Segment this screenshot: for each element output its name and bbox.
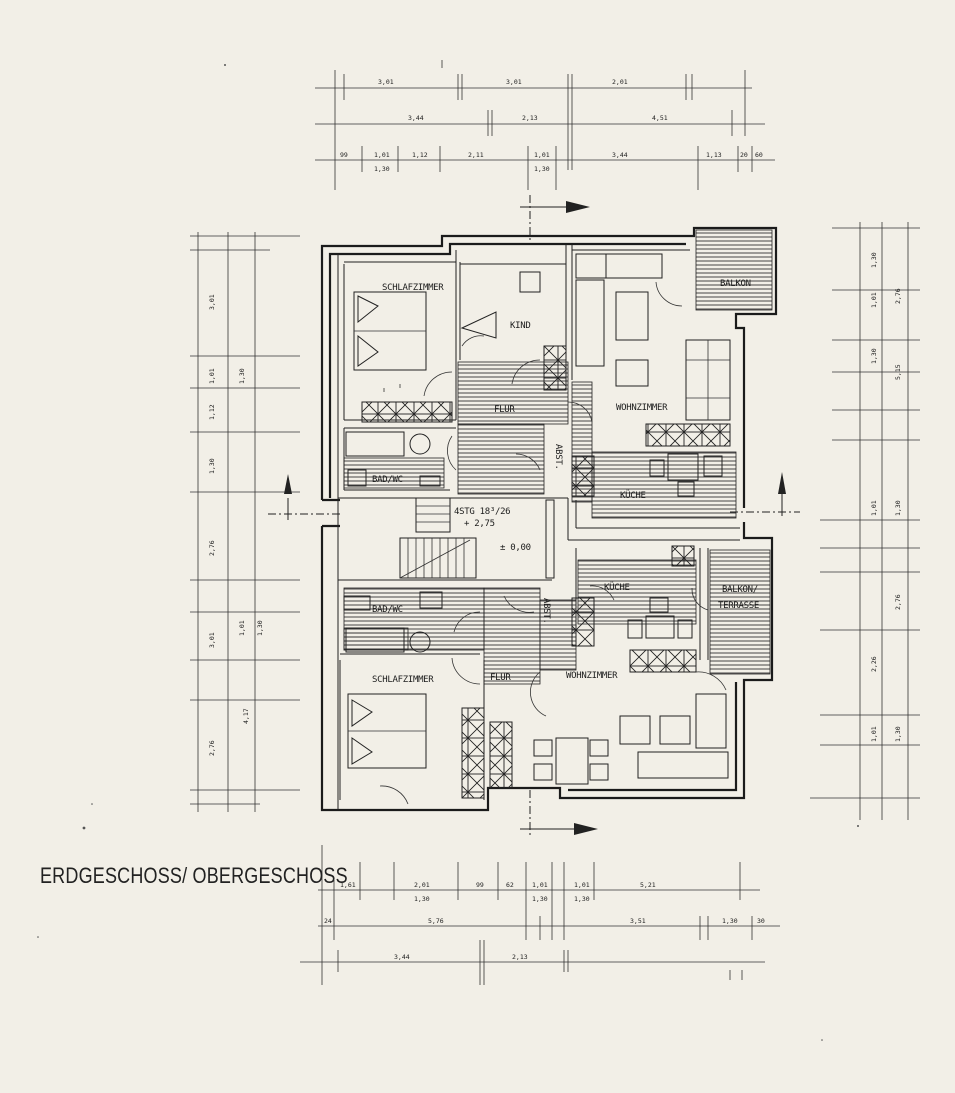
dim-bot1-7: 1,30 [532,895,548,903]
dim-right-10: 1,01 [870,726,878,742]
dim-right-2: 2,76 [894,288,902,304]
dim-left-2: 1,01 [208,368,216,384]
dim-bot1-6: 1,01 [532,881,548,889]
dim-top3-2: 1,01 [374,151,390,159]
section-arrow-right [778,472,786,494]
dim-left-10: 2,76 [208,740,216,756]
dim-bot1-3: 1,30 [414,895,430,903]
dim-right-7: 1,30 [894,500,902,516]
dim-top1-2: 3,01 [506,78,522,86]
hatched-surfaces [343,229,773,685]
room-label-wohnzimmer-bottom: WOHNZIMMER [566,671,618,681]
dim-top3-9: 1,13 [706,151,722,159]
dim-left-7: 3,01 [208,632,216,648]
room-label-schlafzimmer-bottom: SCHLAFZIMMER [372,675,434,685]
dim-bot2-2: 5,76 [428,917,444,925]
room-label-kueche-bottom: KÜCHE [604,582,630,593]
dim-left-3: 1,30 [238,368,246,384]
furniture [343,253,731,799]
room-label-bad-top: BAD/WC [372,475,403,485]
room-label-kind: KIND [510,321,530,331]
dim-bot2-5: 30 [757,917,765,925]
bottom-dimension-chain: 1,61 2,01 1,30 99 62 1,01 1,30 1,01 1,30… [300,845,780,985]
dim-top3-5: 2,11 [468,151,484,159]
room-label-wohnzimmer-top: WOHNZIMMER [616,403,668,413]
room-label-abst-top: ABST. [553,444,563,470]
dim-top1-1: 3,01 [378,78,394,86]
section-markers [268,195,800,835]
room-label-balkon-bottom-1: BALKON/ [722,585,758,595]
room-label-abst-bottom: ABST. [541,598,551,624]
section-arrow-left [284,474,292,494]
dim-top3-6: 1,01 [534,151,550,159]
dim-top3-3: 1,30 [374,165,390,173]
dim-left-4: 1,12 [208,404,216,420]
dim-bot1-1: 1,61 [340,881,356,889]
dim-top3-4: 1,12 [412,151,428,159]
dim-top2-2: 2,13 [522,114,538,122]
section-arrow-bottom [574,823,598,835]
dim-left-6: 2,76 [208,540,216,556]
stairs-info-1: 4STG 18³/26 [454,507,510,517]
dim-bot3-1: 3,44 [394,953,410,961]
room-label-balkon-top: BALKON [720,279,751,289]
dim-bot2-1: 24 [324,917,332,925]
building-walls [320,226,778,812]
dim-bot1-10: 5,21 [640,881,656,889]
left-dimension-chain: 3,01 1,01 1,30 1,12 1,30 2,76 3,01 1,01 … [190,232,300,812]
dim-right-4: 1,30 [870,348,878,364]
dim-right-11: 1,30 [894,726,902,742]
dim-bot1-2: 2,01 [414,881,430,889]
dim-bot2-3: 3,51 [630,917,646,925]
dim-right-3: 1,01 [870,292,878,308]
room-label-balkon-bottom-2: TERRASSE [718,601,759,611]
dim-top2-1: 3,44 [408,114,424,122]
dim-right-5: 5,15 [894,364,902,380]
dim-right-6: 1,01 [870,500,878,516]
dim-left-9: 1,30 [256,620,264,636]
dim-bot1-9: 1,30 [574,895,590,903]
dim-bot1-8: 1,01 [574,881,590,889]
room-label-bad-bottom: BAD/WC [372,605,403,615]
dim-bot1-4: 99 [476,881,484,889]
dim-top3-10: 20 [740,151,748,159]
dim-bot1-5: 62 [506,881,514,889]
top-dimension-chain: 3,01 3,01 2,01 3,44 2,13 4,51 99 1,01 1,… [315,60,775,190]
dim-left-5: 1,30 [208,458,216,474]
room-label-flur-bottom: FLUR [490,673,511,683]
dim-top3-11: 60 [755,151,763,159]
plan-title: ERDGESCHOSS/ OBERGESCHOSS [40,864,348,888]
right-dimension-chain: 1,30 2,76 1,01 1,30 5,15 1,01 1,30 2,76 … [810,222,920,820]
dim-top1-3: 2,01 [612,78,628,86]
dim-right-1: 1,30 [870,252,878,268]
dim-top3-1: 99 [340,151,348,159]
door-swings [379,281,727,805]
dim-top3-7: 1,30 [534,165,550,173]
stairs [399,497,555,579]
room-label-kueche-top: KÜCHE [620,490,646,501]
paper-specks [37,64,859,1041]
level-zero: ± 0,00 [500,543,531,553]
dim-top2-3: 4,51 [652,114,668,122]
room-label-schlafzimmer-top: SCHLAFZIMMER [382,283,444,293]
dim-right-8: 2,76 [894,594,902,610]
stairs-info-2: + 2,75 [464,519,495,529]
dim-bot3-2: 2,13 [512,953,528,961]
room-label-flur-top: FLUR [494,405,515,415]
dim-bot2-4: 1,30 [722,917,738,925]
dim-left-8: 1,01 [238,620,246,636]
room-labels: SCHLAFZIMMER KIND BALKON FLUR WOHNZIMMER… [372,279,759,685]
section-arrow-top [566,201,590,213]
dim-left-1: 3,01 [208,294,216,310]
dim-left-11: 4,17 [242,708,250,724]
dim-right-9: 2,26 [870,656,878,672]
dim-top3-8: 3,44 [612,151,628,159]
